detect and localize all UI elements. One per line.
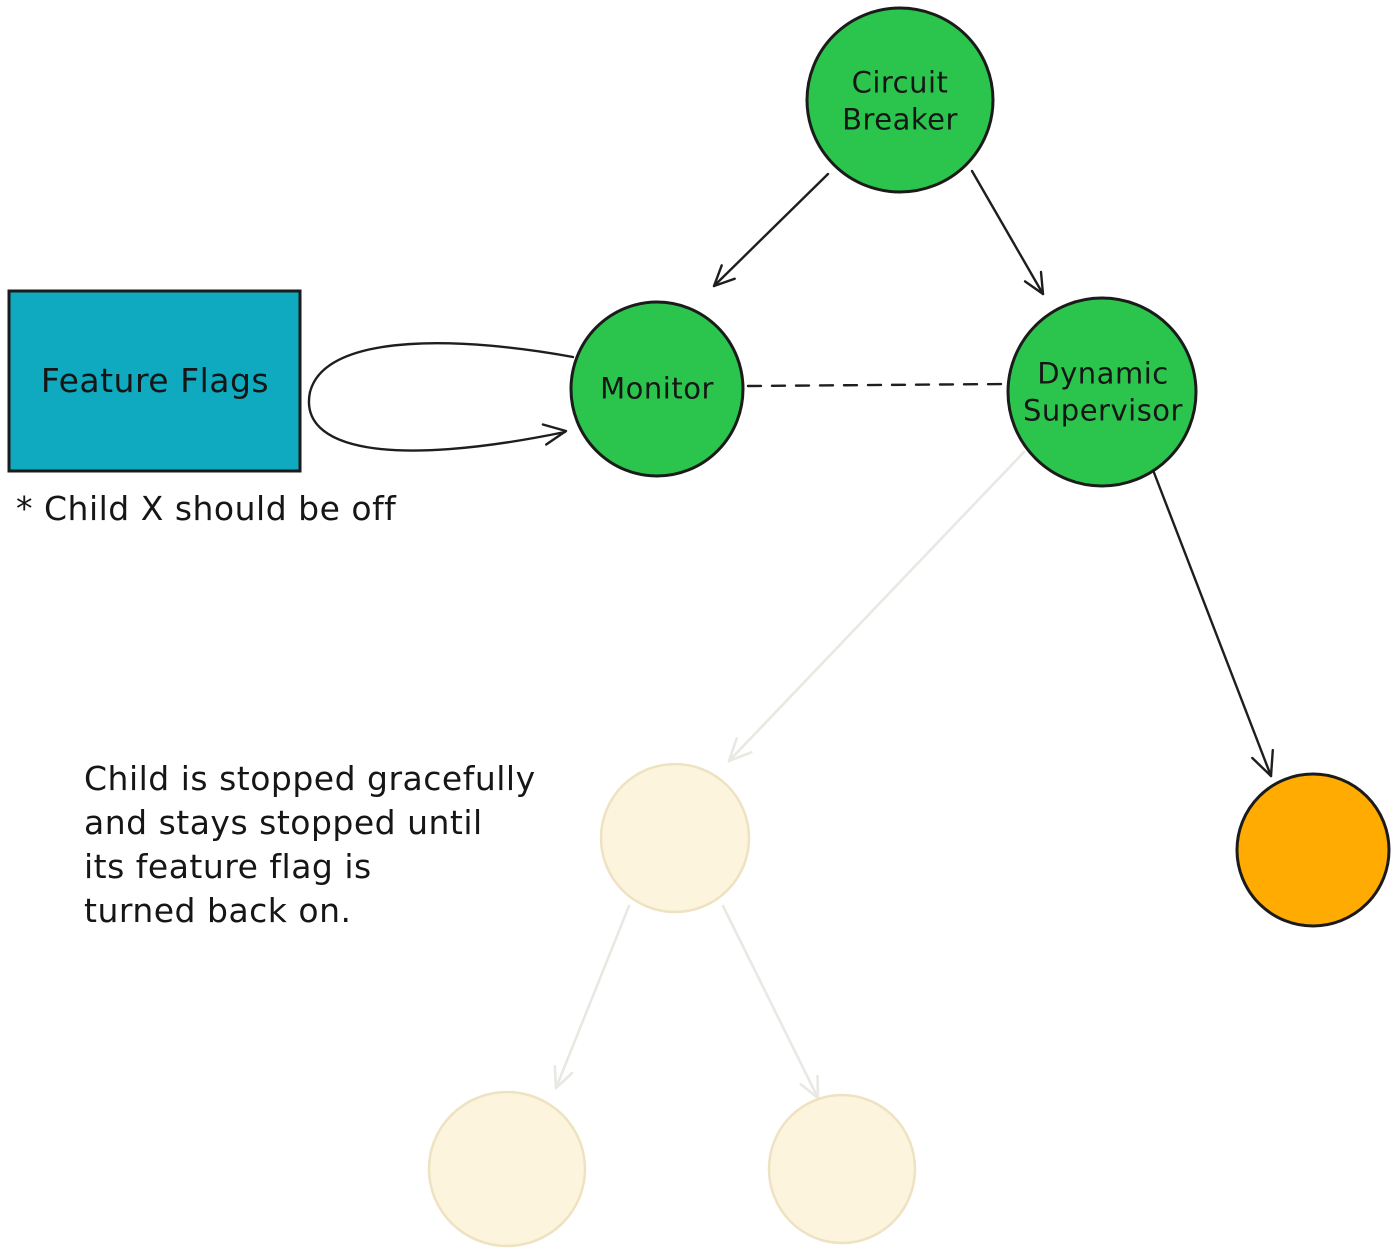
stopped-child-note[interactable]: Child is stopped gracefully and stays st… (84, 759, 536, 930)
dashed-link-monitor-supervisor[interactable] (746, 382, 1008, 388)
monitor-label: Monitor (600, 371, 714, 406)
circuit-breaker-label: Circuit Breaker (842, 65, 958, 136)
feature-flags-label: Feature Flags (40, 361, 270, 401)
feature-flag-note[interactable]: * Child X should be off (16, 489, 397, 528)
arrow-supervisor-to-orange-child[interactable] (1151, 468, 1275, 778)
arrow-circuit-breaker-to-supervisor[interactable] (970, 169, 1045, 296)
ghost-grandchild-left-node[interactable] (427, 1090, 587, 1248)
arrow-circuit-breaker-to-monitor[interactable] (712, 172, 830, 288)
ghost-arrow-child-to-left-grandchild[interactable] (553, 904, 631, 1090)
ghost-child-node[interactable] (599, 762, 751, 914)
ghost-arrow-supervisor-to-child[interactable] (727, 450, 1026, 763)
ghost-grandchild-right-node[interactable] (767, 1093, 917, 1245)
orange-child-node[interactable] (1235, 772, 1391, 928)
circuit-breaker-node[interactable] (805, 6, 995, 194)
feature-flags-box[interactable] (7, 289, 302, 473)
dynamic-supervisor-node[interactable] (1006, 296, 1198, 488)
arrow-feature-flags-loop-to-monitor[interactable] (307, 342, 575, 452)
ghost-arrow-child-to-right-grandchild[interactable] (721, 904, 820, 1100)
dynamic-supervisor-label: Dynamic Supervisor (1023, 356, 1183, 427)
monitor-node[interactable] (569, 300, 745, 478)
